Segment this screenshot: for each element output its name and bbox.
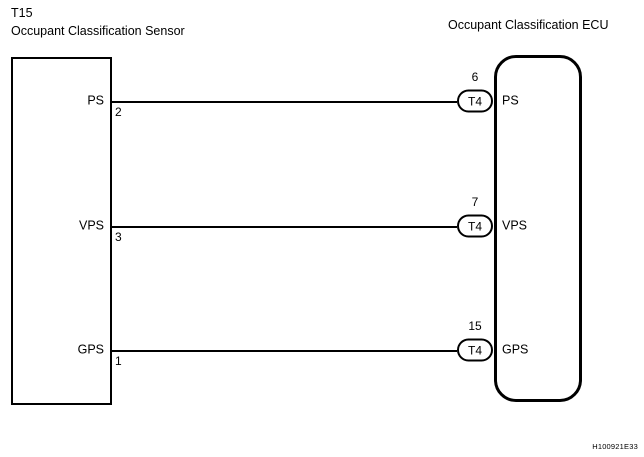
wire-vps [112,226,457,228]
sensor-pin-number-gps: 1 [115,354,122,368]
wire-ps [112,101,457,103]
sensor-pin-number-ps: 2 [115,105,122,119]
ecu-signal-label-ps: PS [502,93,519,108]
sensor-component-box [11,57,112,405]
ecu-signal-label-vps: VPS [502,218,528,233]
sensor-signal-label-vps: VPS [78,218,104,233]
sensor-pin-number-vps: 3 [115,230,122,244]
ecu-pin-number-vps: 7 [471,195,479,209]
connector-oval-ps: T4 [457,89,493,113]
ecu-signal-label-gps: GPS [502,342,529,357]
ecu-component-box [494,55,582,402]
ecu-component-title: Occupant Classification ECU [448,18,609,32]
connector-oval-gps: T4 [457,338,493,362]
ecu-pin-number-ps: 6 [471,70,479,84]
ecu-pin-number-gps: 15 [468,319,482,333]
sensor-signal-label-ps: PS [87,93,104,108]
sensor-component-title: Occupant Classification Sensor [11,24,185,38]
sensor-signal-label-gps: GPS [77,342,104,357]
reference-code: H100921E33 [592,442,638,451]
sensor-component-code: T15 [11,6,33,20]
wire-gps [112,350,457,352]
connector-oval-vps: T4 [457,214,493,238]
